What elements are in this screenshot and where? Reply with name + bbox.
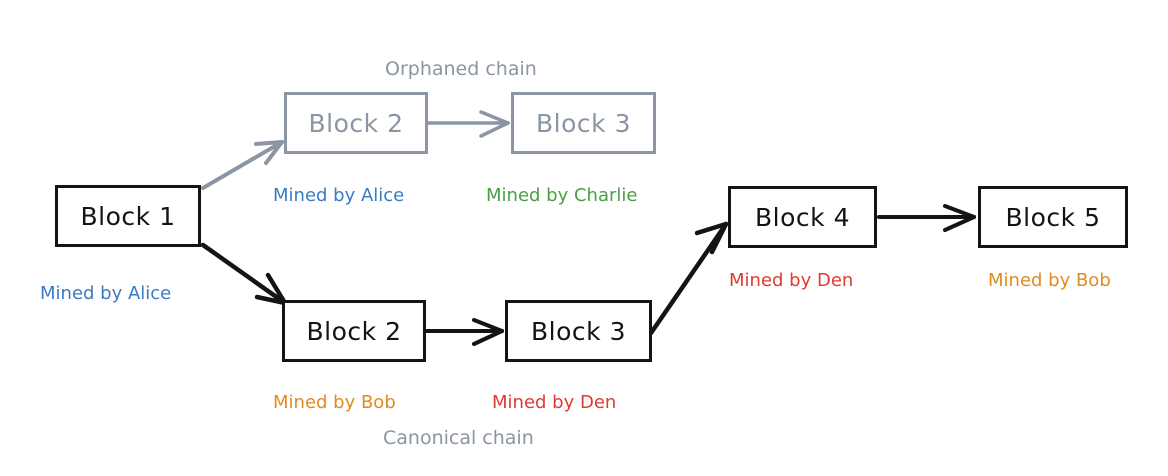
canonical-block-2-miner-label: Mined by Bob bbox=[273, 392, 396, 413]
canonical-block-5[interactable]: Block 5 bbox=[978, 186, 1128, 248]
block-1[interactable]: Block 1 bbox=[55, 185, 201, 247]
canonical-chain-label: Canonical chain bbox=[383, 427, 534, 449]
arrow-block1-to-orphan-block2 bbox=[201, 140, 284, 190]
canonical-block-3-miner-label: Mined by Den bbox=[492, 392, 617, 413]
canonical-block-4-miner-label: Mined by Den bbox=[729, 270, 854, 291]
arrow-block1-to-canonical-block2 bbox=[200, 242, 288, 306]
canonical-block-2[interactable]: Block 2 bbox=[282, 300, 426, 362]
orphan-block-2-miner-label: Mined by Alice bbox=[273, 185, 405, 206]
orphan-block-3[interactable]: Block 3 bbox=[511, 92, 656, 154]
canonical-block-3[interactable]: Block 3 bbox=[505, 300, 652, 362]
arrow-canonical-block2-to-block3 bbox=[425, 318, 504, 346]
orphan-block-2[interactable]: Block 2 bbox=[284, 92, 428, 154]
arrow-orphan-block2-to-orphan-block3 bbox=[426, 110, 510, 138]
canonical-block-4[interactable]: Block 4 bbox=[728, 186, 877, 248]
block-1-miner-label: Mined by Alice bbox=[40, 283, 172, 304]
canonical-block-5-miner-label: Mined by Bob bbox=[988, 270, 1111, 291]
arrow-canonical-block3-to-block4 bbox=[648, 221, 729, 336]
arrow-block4-to-block5 bbox=[877, 204, 976, 232]
orphan-block-3-miner-label: Mined by Charlie bbox=[486, 185, 638, 206]
orphaned-chain-label: Orphaned chain bbox=[385, 58, 537, 80]
